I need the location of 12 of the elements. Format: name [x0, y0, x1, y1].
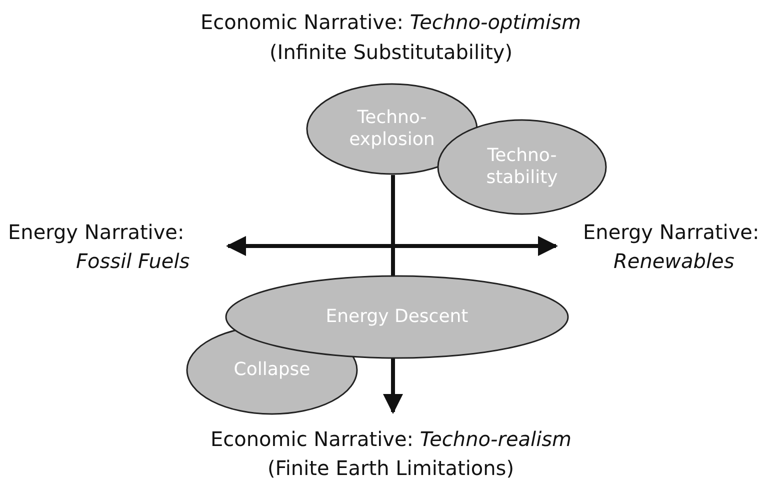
scenario-label: Energy Descent: [324, 306, 470, 328]
axis-label: Economic Narrative: Techno-realism: [210, 427, 572, 451]
axis-label: Energy Narrative:: [8, 220, 184, 244]
axis-label: (Infinite Substitutability): [270, 40, 513, 64]
scenario-label: Techno-stability: [485, 144, 559, 190]
axis-label: Economic Narrative: Techno-optimism: [200, 10, 581, 34]
axis-label: Renewables: [614, 249, 734, 273]
scenario-label: Techno-explosion: [348, 106, 436, 152]
axis-label: Energy Narrative:: [583, 220, 760, 244]
axis-label: (Finite Earth Limitations): [268, 456, 514, 480]
axis-label: Fossil Fuels: [76, 249, 190, 273]
scenario-label: Collapse: [232, 358, 312, 382]
